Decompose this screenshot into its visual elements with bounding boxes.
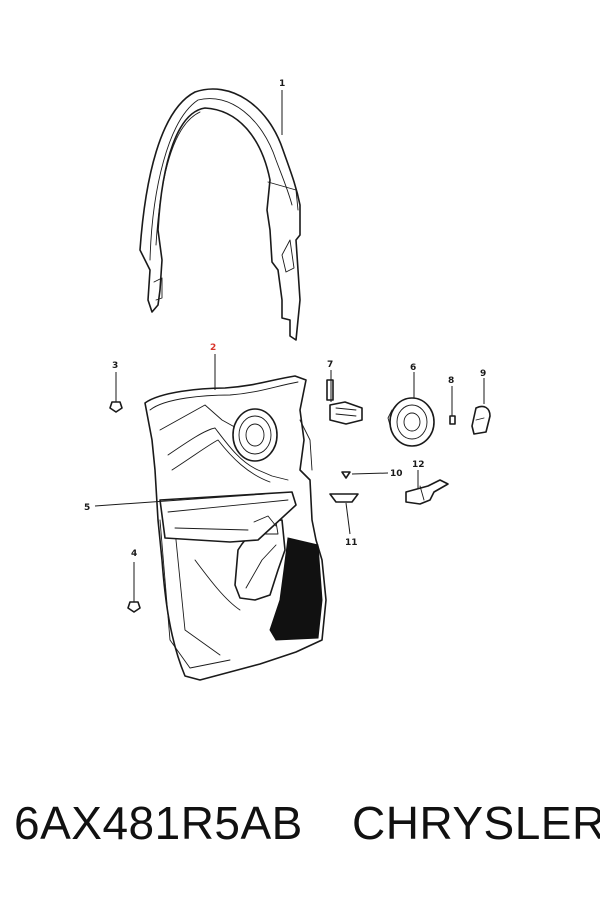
part-number: 6AX481R5AB (14, 797, 303, 849)
callout-2: 2 (210, 343, 216, 353)
callout-3: 3 (112, 361, 118, 371)
callout-11: 11 (345, 538, 358, 548)
door-frame-molding (139, 88, 301, 341)
brand-name: CHRYSLER (352, 797, 600, 849)
callout-10: 10 (390, 469, 403, 479)
clip-10 (341, 471, 389, 479)
bracket-12 (405, 479, 449, 505)
callout-7: 7 (327, 360, 333, 370)
callout-4: 4 (131, 549, 137, 559)
callout-8: 8 (448, 376, 454, 386)
callout-12: 12 (412, 460, 425, 470)
switch-bracket (326, 379, 363, 425)
speaker (387, 397, 435, 447)
caption: 6AX481R5AB CHRYSLER (0, 796, 600, 866)
callout-5: 5 (84, 503, 90, 513)
armrest (159, 491, 297, 543)
leader-5 (94, 493, 266, 507)
callout-1: 1 (279, 79, 285, 89)
seal-11 (329, 493, 359, 535)
bezel (471, 405, 491, 435)
callout-6: 6 (410, 363, 416, 373)
callout-9: 9 (480, 369, 486, 379)
fastener-3 (109, 372, 123, 413)
fastener-4 (127, 562, 141, 613)
parts-diagram: 1 2 3 4 5 6 7 8 9 10 11 12 (84, 79, 491, 681)
screw-8 (449, 386, 456, 425)
